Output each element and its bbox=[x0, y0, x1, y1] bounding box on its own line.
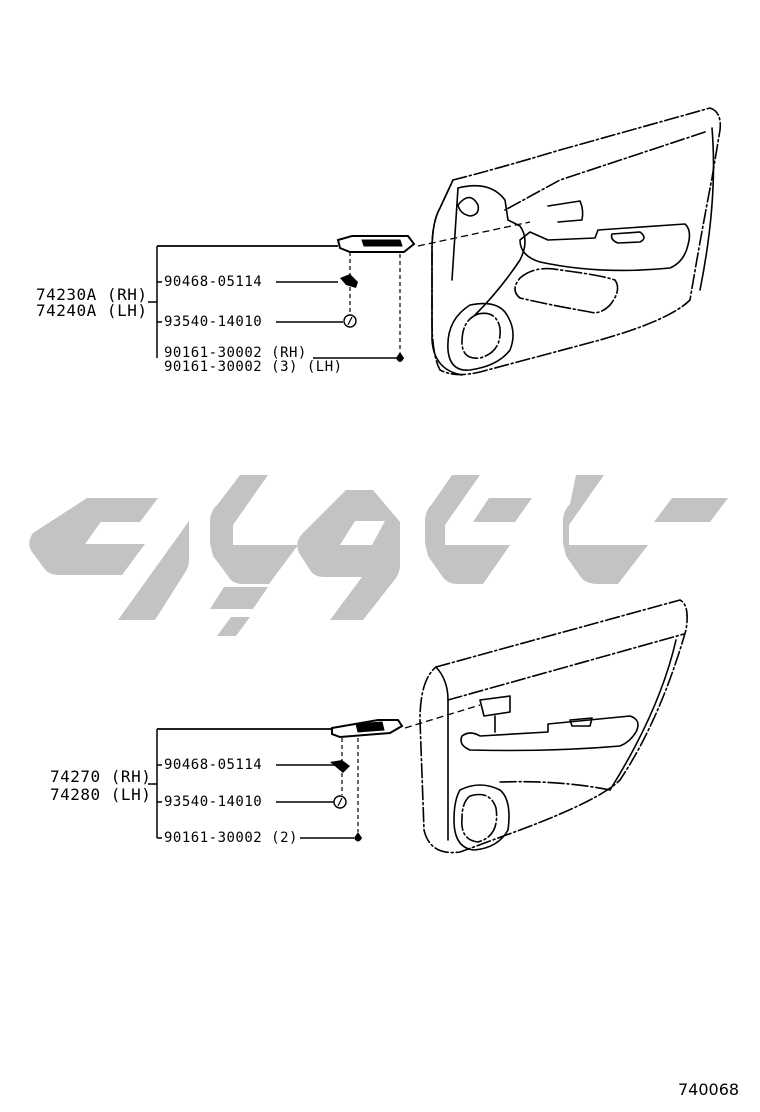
fastener-icon bbox=[333, 795, 347, 809]
figure-code: 740068 bbox=[678, 1080, 740, 1099]
part-label-screw: 90161-30002 (2) bbox=[164, 830, 298, 846]
assembly-label-rh: 74270 (RH) bbox=[50, 767, 152, 786]
screw-icon bbox=[396, 352, 404, 362]
assembly-label-lh: 74240A (LH) bbox=[36, 301, 148, 320]
clip-icon bbox=[340, 274, 358, 288]
front-door-trim-panel bbox=[431, 107, 722, 376]
rear-bracket-part bbox=[331, 719, 404, 739]
rear-callout-lines bbox=[148, 704, 481, 839]
part-label-fastener: 93540-14010 bbox=[164, 314, 263, 330]
part-label-clip: 90468-05114 bbox=[164, 274, 263, 290]
assembly-label-rh: 74230A (RH) bbox=[36, 285, 148, 304]
part-label-screw: 90161-30002 (RH) bbox=[164, 345, 307, 361]
watermark-logo-right bbox=[563, 475, 728, 584]
front-bracket-part bbox=[336, 235, 416, 253]
clip-icon bbox=[330, 760, 350, 773]
rear-door-trim-panel bbox=[419, 599, 688, 854]
part-label-fastener: 93540-14010 bbox=[164, 794, 263, 810]
screw-icon bbox=[354, 832, 362, 842]
fastener-icon bbox=[343, 314, 357, 328]
assembly-label-lh: 74280 (LH) bbox=[50, 785, 152, 804]
part-label-clip: 90468-05114 bbox=[164, 757, 263, 773]
watermark-logo bbox=[29, 475, 532, 636]
part-label-screw-lh: 90161-30002 (3) (LH) bbox=[164, 359, 343, 375]
